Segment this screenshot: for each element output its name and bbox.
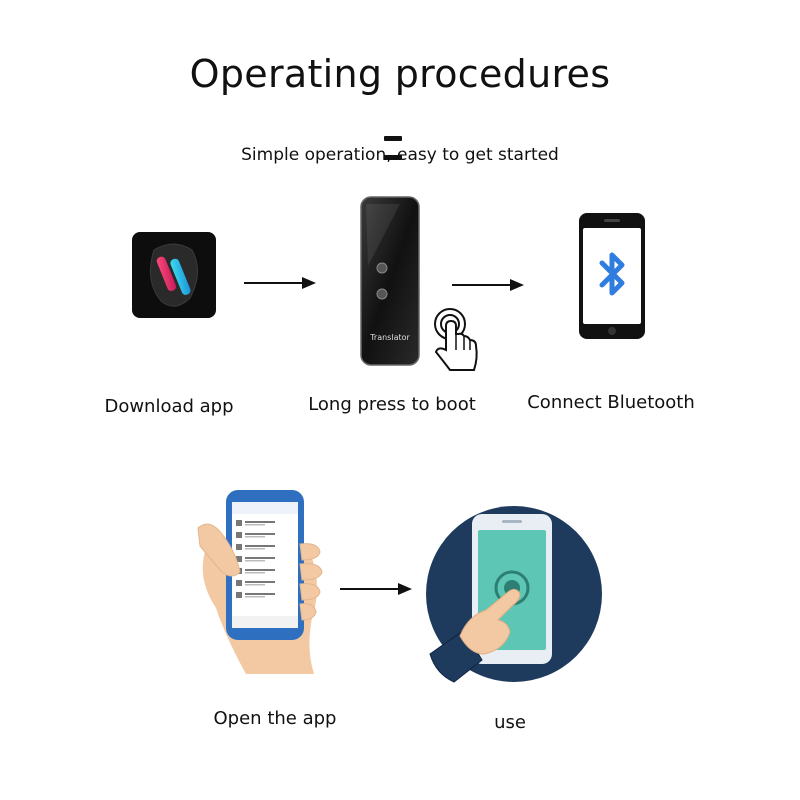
step-label-use: use (494, 712, 526, 733)
hand-holding-phone-icon (197, 490, 323, 674)
bluetooth-icon (599, 252, 625, 296)
bluetooth-phone-icon (579, 213, 645, 339)
step-label-download-app: Download app (104, 396, 234, 417)
step-label-connect-bluetooth: Connect Bluetooth (527, 392, 695, 413)
finger-tap-phone-icon (426, 506, 602, 683)
arrow-right-icon (452, 279, 524, 291)
page-subtitle: Simple operation, easy to get started (241, 145, 559, 165)
translator-device-icon: Translator (360, 196, 420, 366)
step-label-long-press: Long press to boot (308, 394, 476, 415)
step-label-open-app: Open the app (213, 708, 337, 729)
title-divider (384, 126, 424, 160)
page-title: Operating procedures (189, 52, 611, 96)
device-brand-text: Translator (369, 333, 410, 342)
arrow-right-icon (340, 583, 412, 595)
finger-press-icon (434, 308, 478, 371)
app-icon (132, 232, 216, 318)
arrow-right-icon (244, 277, 316, 289)
